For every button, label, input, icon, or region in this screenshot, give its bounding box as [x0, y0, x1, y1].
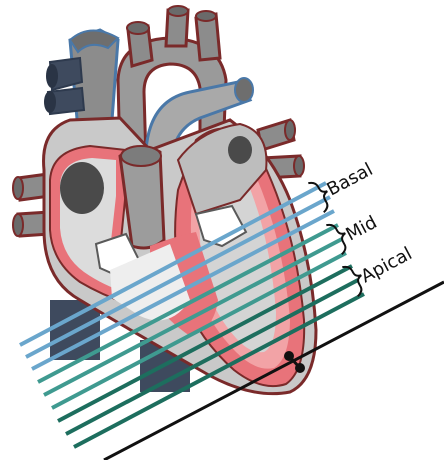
- vein-opening-1: [46, 64, 58, 88]
- apex-dot-2: [295, 363, 305, 373]
- artery-opening-3: [196, 11, 216, 21]
- aortic-root-opening: [121, 146, 161, 166]
- mid-label: Mid: [342, 212, 380, 246]
- artery-opening-2: [168, 6, 188, 16]
- basal-label: Basal: [323, 159, 376, 200]
- vein-opening-2: [44, 91, 56, 113]
- segment-labels: Basal Mid Apical: [308, 159, 415, 296]
- artery-opening-1: [127, 22, 149, 34]
- right-vein-top-opening: [285, 120, 295, 140]
- left-vessel-bottom-opening: [13, 214, 23, 236]
- apex-dot-1: [284, 351, 294, 361]
- left-atrium-opening: [228, 136, 252, 164]
- right-vein-mid-opening: [294, 156, 304, 176]
- apical-label: Apical: [357, 243, 415, 287]
- heart-anatomy-icon: [13, 6, 316, 394]
- right-atrium-opening: [60, 162, 104, 214]
- pulmonary-opening: [235, 78, 253, 102]
- left-vessel-top-opening: [13, 177, 23, 199]
